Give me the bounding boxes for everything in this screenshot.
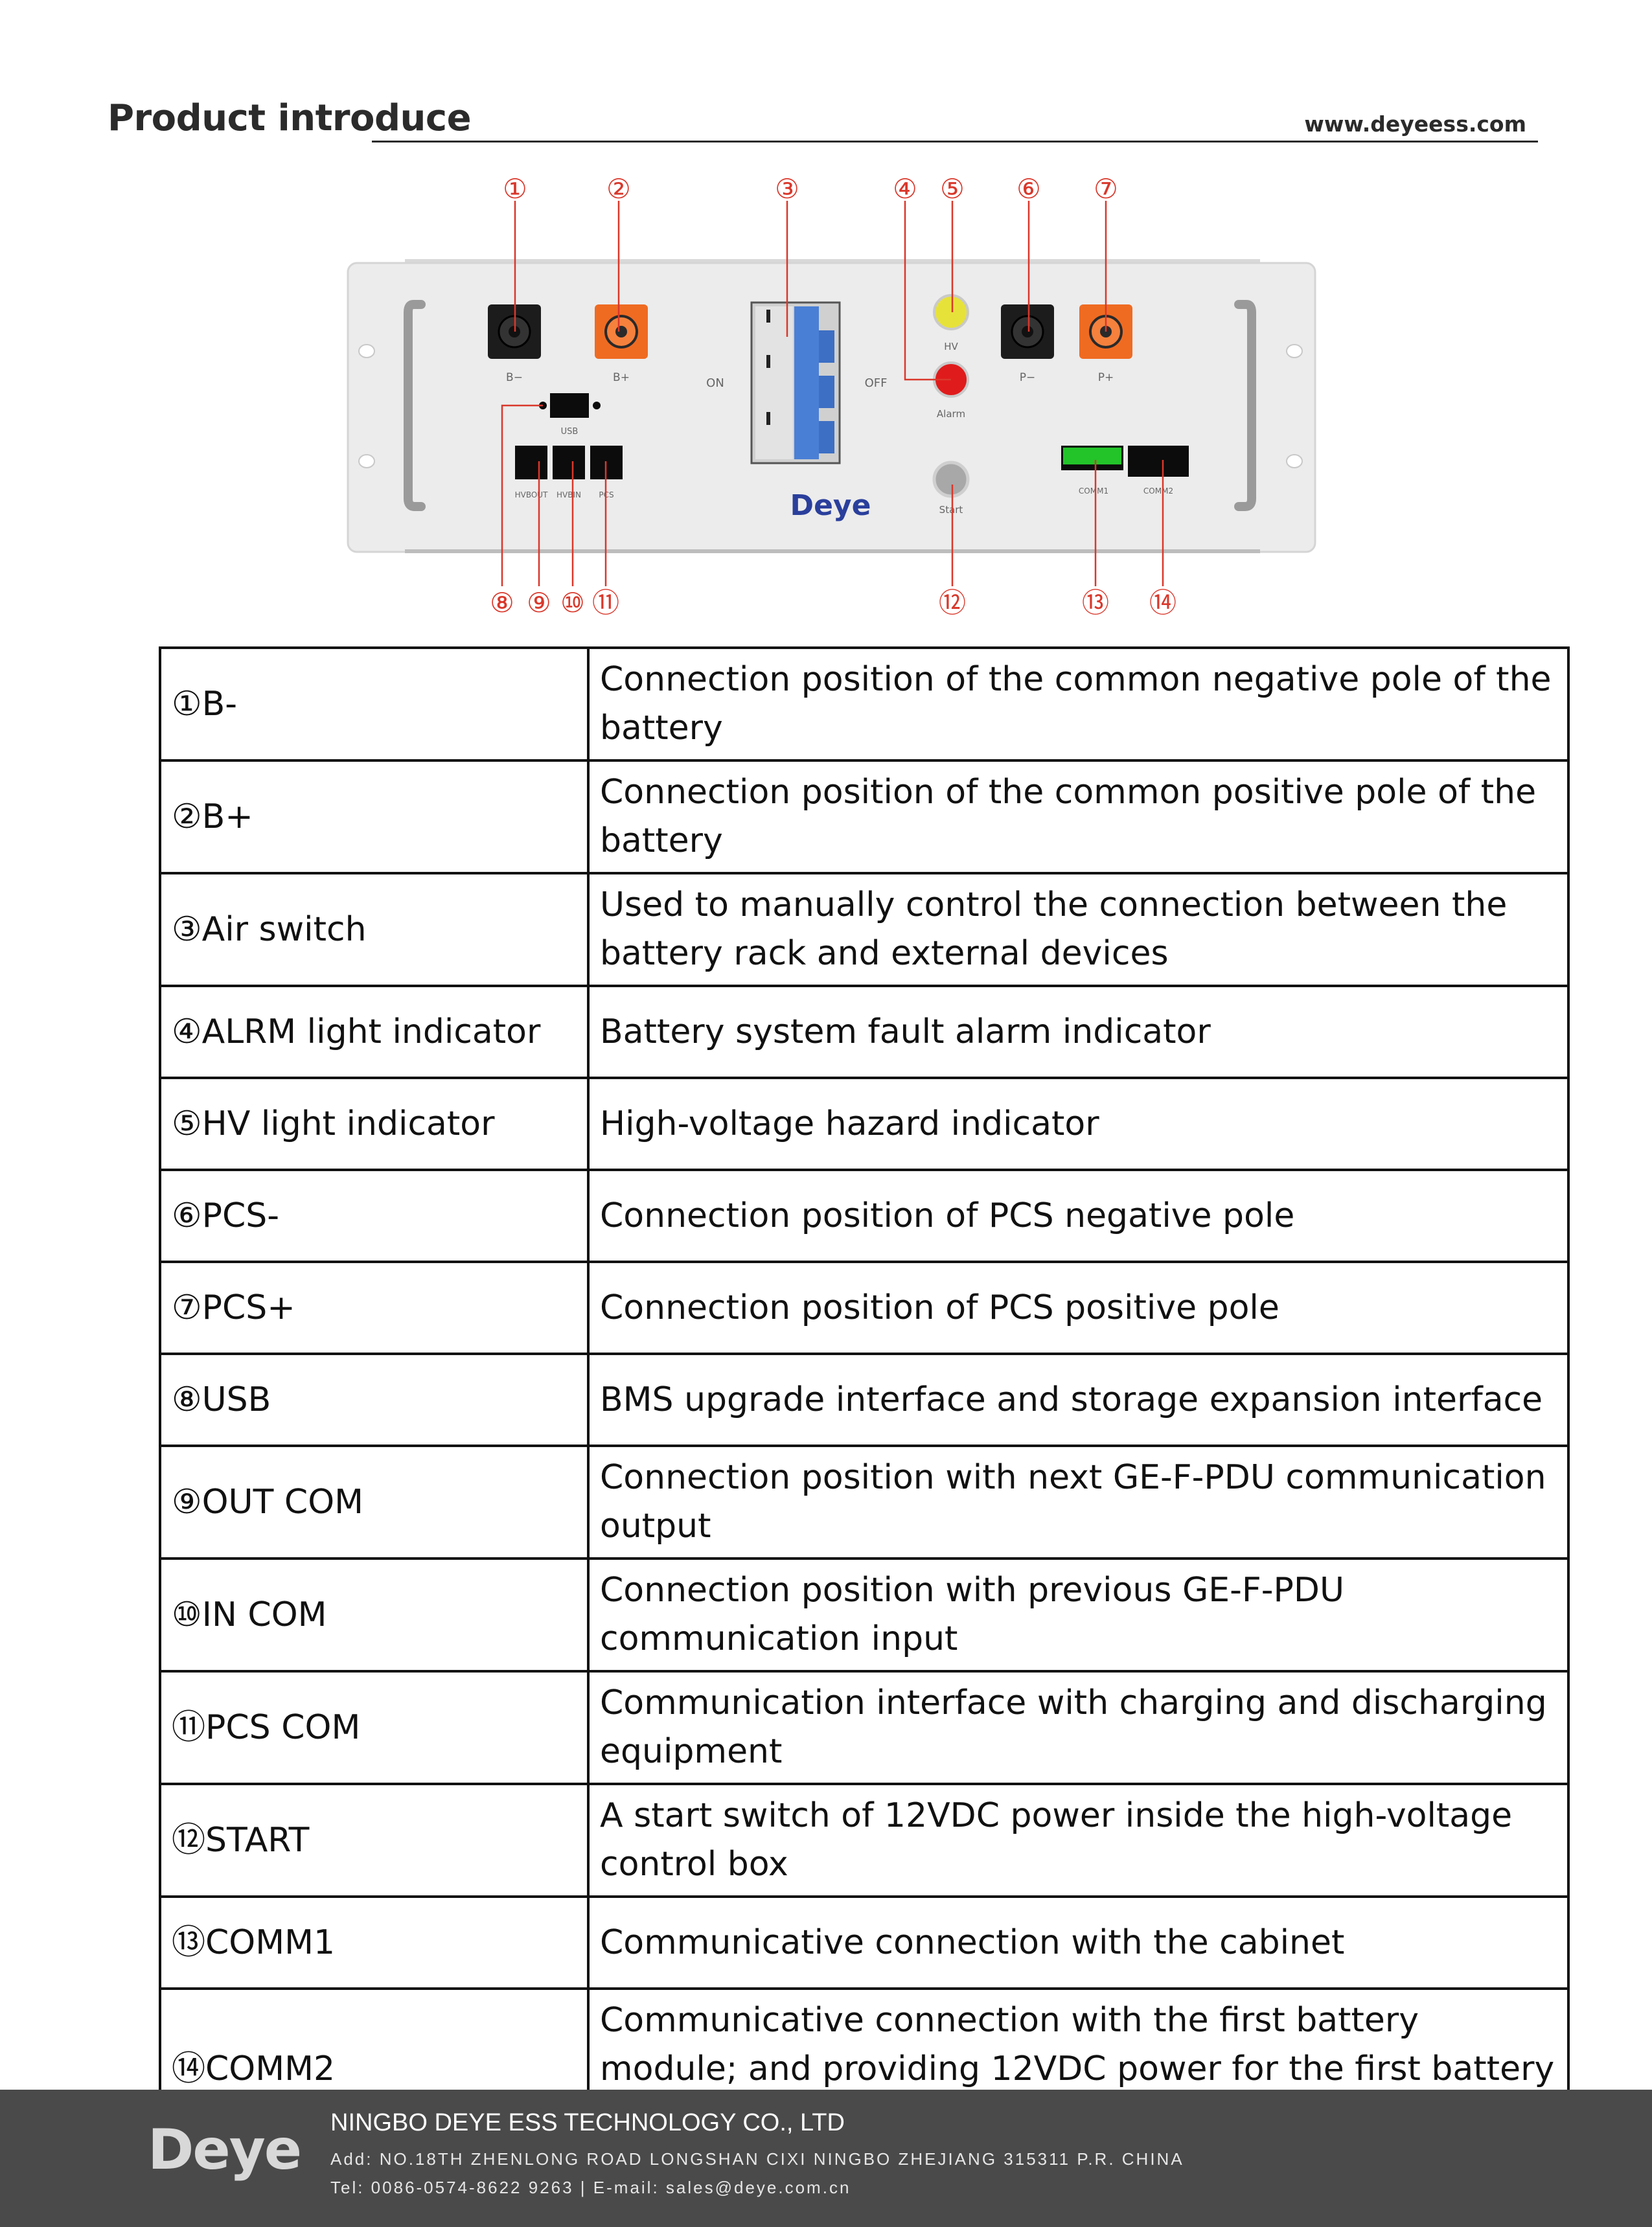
table-row: ⑤HV light indicator High-voltage hazard …	[159, 1077, 1570, 1171]
footer-logo-text: Deye	[148, 2118, 301, 2182]
callout-9: ⑨	[527, 587, 551, 619]
comm1-label: COMM1	[1079, 486, 1108, 496]
left-handle	[404, 300, 426, 511]
mount-hole	[1286, 344, 1303, 358]
alarm-label: Alarm	[937, 408, 965, 420]
component-description: Connection position of the common negati…	[587, 646, 1570, 762]
component-description: BMS upgrade interface and storage expans…	[587, 1353, 1570, 1447]
component-description: Used to manually control the connection …	[587, 872, 1570, 987]
component-name: ②B+	[159, 759, 590, 874]
deye-logo: Deye	[790, 489, 871, 522]
table-row: ⑬COMM1 Communicative connection with the…	[159, 1895, 1570, 1990]
component-description: Connection position of PCS negative pole	[587, 1169, 1570, 1263]
hvbin-label: HVBIN	[556, 490, 581, 499]
hvbin-port	[553, 446, 585, 479]
component-name: ⑤HV light indicator	[159, 1077, 590, 1171]
b-minus-label: B−	[506, 371, 523, 384]
header-rule	[372, 141, 1538, 143]
callout-5: ⑤	[940, 173, 965, 205]
usb-port	[550, 393, 589, 418]
component-name: ⑬COMM1	[159, 1895, 590, 1990]
table-row: ②B+ Connection position of the common po…	[159, 759, 1570, 874]
component-description: Connection position of PCS positive pole	[587, 1261, 1570, 1355]
callout-11: ⑪	[592, 587, 619, 619]
p-plus-label: P+	[1098, 371, 1114, 384]
component-name: ⑧USB	[159, 1353, 590, 1447]
company-address: Add: NO.18TH ZHENLONG ROAD LONGSHAN CIXI…	[330, 2149, 1184, 2169]
start-button	[932, 461, 970, 498]
hvbout-label: HVBOUT	[515, 490, 548, 499]
off-label: OFF	[865, 376, 888, 390]
page-title: Product introduce	[108, 97, 472, 139]
component-name: ⑨OUT COM	[159, 1445, 590, 1560]
p-minus-label: P−	[1020, 371, 1036, 384]
callout-12: ⑫	[939, 587, 966, 619]
air-switch-lever	[794, 306, 819, 459]
page-footer: Deye NINGBO DEYE ESS TECHNOLOGY CO., LTD…	[0, 2090, 1652, 2227]
callout-7: ⑦	[1094, 173, 1118, 205]
component-name: ①B-	[159, 646, 590, 762]
component-description: A start switch of 12VDC power inside the…	[587, 1783, 1570, 1898]
component-name: ⑦PCS+	[159, 1261, 590, 1355]
component-name: ④ALRM light indicator	[159, 985, 590, 1079]
table-row: ⑩IN COM Connection position with previou…	[159, 1557, 1570, 1673]
usb-label: USB	[561, 427, 579, 437]
component-description-table: ①B- Connection position of the common ne…	[159, 646, 1570, 2151]
component-name: ⑩IN COM	[159, 1557, 590, 1673]
callout-1: ①	[503, 173, 527, 205]
start-label: Start	[939, 504, 963, 516]
hv-label: HV	[944, 341, 958, 352]
table-row: ①B- Connection position of the common ne…	[159, 646, 1570, 762]
on-label: ON	[706, 376, 724, 390]
component-description: Connection position of the common positi…	[587, 759, 1570, 874]
comm2-port	[1128, 446, 1189, 477]
callout-leader-lines	[501, 201, 1164, 586]
component-name: ⑪PCS COM	[159, 1670, 590, 1785]
company-contact: Tel: 0086-0574-8622 9263 | E-mail: sales…	[330, 2178, 851, 2197]
mount-hole	[358, 344, 375, 358]
callout-13: ⑬	[1082, 587, 1109, 619]
callout-6: ⑥	[1016, 173, 1041, 205]
component-description: Battery system fault alarm indicator	[587, 985, 1570, 1079]
right-handle	[1234, 300, 1256, 511]
table-row: ⑪PCS COM Communication interface with ch…	[159, 1670, 1570, 1785]
table-row: ⑧USB BMS upgrade interface and storage e…	[159, 1353, 1570, 1447]
callout-2: ②	[606, 173, 631, 205]
comm2-label: COMM2	[1143, 486, 1173, 496]
pdu-front-panel-diagram: B− B+ ON OFF HV Alarm Start P− P+ USB HV…	[347, 173, 1316, 619]
callout-8: ⑧	[490, 587, 514, 619]
component-description: High-voltage hazard indicator	[587, 1077, 1570, 1171]
b-plus-label: B+	[613, 371, 630, 384]
table-row: ④ALRM light indicator Battery system fau…	[159, 985, 1570, 1079]
component-description: Communication interface with charging an…	[587, 1670, 1570, 1785]
component-description: Communicative connection with the cabine…	[587, 1895, 1570, 1990]
callout-10: ⑩	[560, 587, 585, 619]
company-name: NINGBO DEYE ESS TECHNOLOGY CO., LTD	[330, 2109, 845, 2136]
chassis-bottom-edge	[405, 549, 1260, 553]
table-row: ⑦PCS+ Connection position of PCS positiv…	[159, 1261, 1570, 1355]
component-description: Connection position with next GE-F-PDU c…	[587, 1445, 1570, 1560]
component-name: ③Air switch	[159, 872, 590, 987]
table-row: ③Air switch Used to manually control the…	[159, 872, 1570, 987]
hv-light	[933, 294, 969, 330]
deye-footer-logo: Deye	[148, 2118, 302, 2182]
table-row: ⑥PCS- Connection position of PCS negativ…	[159, 1169, 1570, 1263]
component-description: Connection position with previous GE-F-P…	[587, 1557, 1570, 1673]
hvbout-port	[515, 446, 547, 479]
mount-hole	[358, 454, 375, 468]
component-name: ⑫START	[159, 1783, 590, 1898]
table-row: ⑨OUT COM Connection position with next G…	[159, 1445, 1570, 1560]
table-row: ⑫START A start switch of 12VDC power ins…	[159, 1783, 1570, 1898]
mount-hole	[1286, 454, 1303, 468]
callout-4: ④	[893, 173, 917, 205]
callout-3: ③	[775, 173, 799, 205]
component-name: ⑥PCS-	[159, 1169, 590, 1263]
website-url[interactable]: www.deyeess.com	[1304, 111, 1526, 137]
callout-14: ⑭	[1149, 587, 1176, 619]
